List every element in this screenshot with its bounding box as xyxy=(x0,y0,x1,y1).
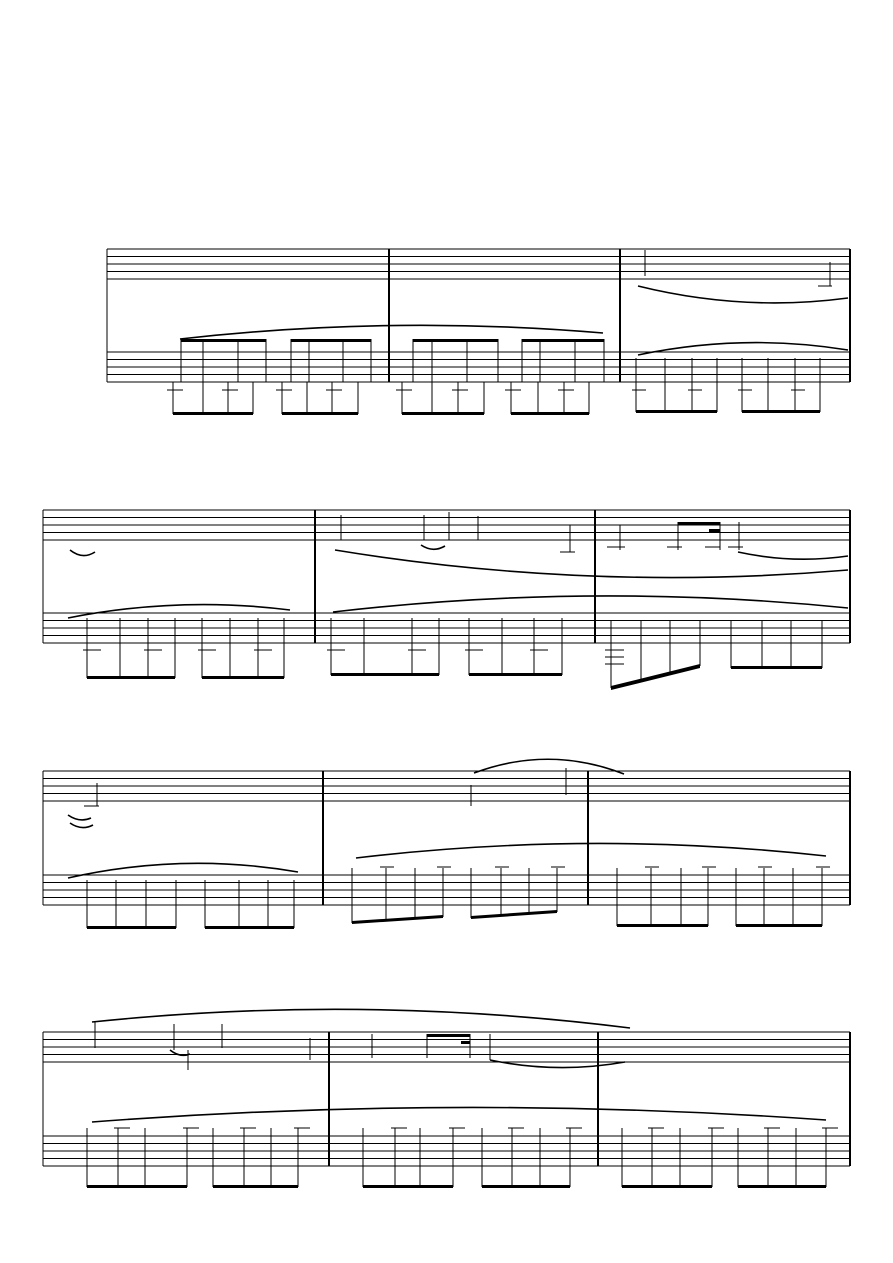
slur xyxy=(637,341,849,356)
beam xyxy=(482,1185,570,1188)
bass-staff xyxy=(43,1135,850,1167)
note-group xyxy=(276,382,359,415)
note-group xyxy=(180,339,267,382)
bass-staff xyxy=(43,612,850,644)
bass-staff xyxy=(107,351,850,383)
slur xyxy=(69,822,94,829)
beam xyxy=(202,676,284,679)
note-group xyxy=(521,339,605,382)
beam xyxy=(622,1185,712,1188)
treble-staff xyxy=(43,509,850,541)
beam xyxy=(87,1185,187,1188)
slur xyxy=(420,544,446,551)
slur xyxy=(179,324,604,340)
note-group xyxy=(412,339,499,382)
note-group xyxy=(470,866,565,919)
note-group xyxy=(86,1127,199,1188)
beam xyxy=(402,412,484,415)
slur xyxy=(91,1008,631,1029)
note-group xyxy=(204,880,295,929)
slur xyxy=(67,603,291,619)
slur xyxy=(69,549,96,557)
beam xyxy=(282,412,358,415)
note-group xyxy=(737,1127,838,1188)
note-group xyxy=(212,1127,310,1188)
beam xyxy=(173,412,253,415)
system-4 xyxy=(42,1008,851,1188)
beam xyxy=(352,915,443,924)
beam xyxy=(87,676,175,679)
slur xyxy=(637,285,849,304)
beam xyxy=(471,910,557,919)
beam xyxy=(611,664,700,690)
bass-staff xyxy=(43,874,850,906)
note-group xyxy=(198,618,285,679)
slur xyxy=(91,1106,827,1123)
slur xyxy=(169,1049,191,1057)
note-group xyxy=(481,1127,582,1188)
beam xyxy=(522,339,604,342)
beam xyxy=(291,339,371,342)
note-group xyxy=(396,382,485,415)
beam xyxy=(363,1185,453,1188)
beam xyxy=(461,1041,470,1044)
system-2 xyxy=(42,509,851,690)
beam xyxy=(511,412,589,415)
note-group xyxy=(735,866,830,927)
note-group xyxy=(362,1127,465,1188)
beam xyxy=(709,529,720,532)
treble-staff xyxy=(43,770,850,802)
system-3 xyxy=(42,758,851,929)
note-group xyxy=(616,866,716,927)
note-group xyxy=(167,382,254,415)
note-group xyxy=(327,618,440,676)
note-group xyxy=(632,358,718,413)
note-group xyxy=(290,339,372,382)
music-systems xyxy=(42,248,851,1188)
treble-staff xyxy=(107,248,850,280)
slur xyxy=(473,758,625,775)
note-group xyxy=(621,1127,724,1188)
beam xyxy=(427,1034,470,1037)
beam xyxy=(742,410,820,413)
slur xyxy=(332,595,849,613)
beam xyxy=(331,673,439,676)
beam xyxy=(181,339,266,342)
note-group xyxy=(605,620,701,690)
slur xyxy=(67,814,92,821)
slur xyxy=(489,1059,626,1069)
beam xyxy=(469,673,562,676)
beam xyxy=(87,926,176,929)
slur xyxy=(334,549,849,579)
note-group xyxy=(738,358,821,413)
beam xyxy=(636,410,717,413)
beam xyxy=(413,339,498,342)
slur xyxy=(737,551,849,560)
note-group xyxy=(83,618,176,679)
slur xyxy=(67,862,299,879)
note-group xyxy=(505,382,590,415)
beam xyxy=(678,522,720,525)
beam xyxy=(736,924,822,927)
note-group xyxy=(86,880,177,929)
slur xyxy=(355,842,827,859)
beam xyxy=(731,666,822,669)
note-group xyxy=(351,866,451,924)
beam xyxy=(738,1185,826,1188)
note-group xyxy=(730,620,823,669)
beam xyxy=(617,924,708,927)
note-group xyxy=(465,618,563,676)
beam xyxy=(213,1185,298,1188)
system-1 xyxy=(106,248,851,415)
beam xyxy=(205,926,294,929)
